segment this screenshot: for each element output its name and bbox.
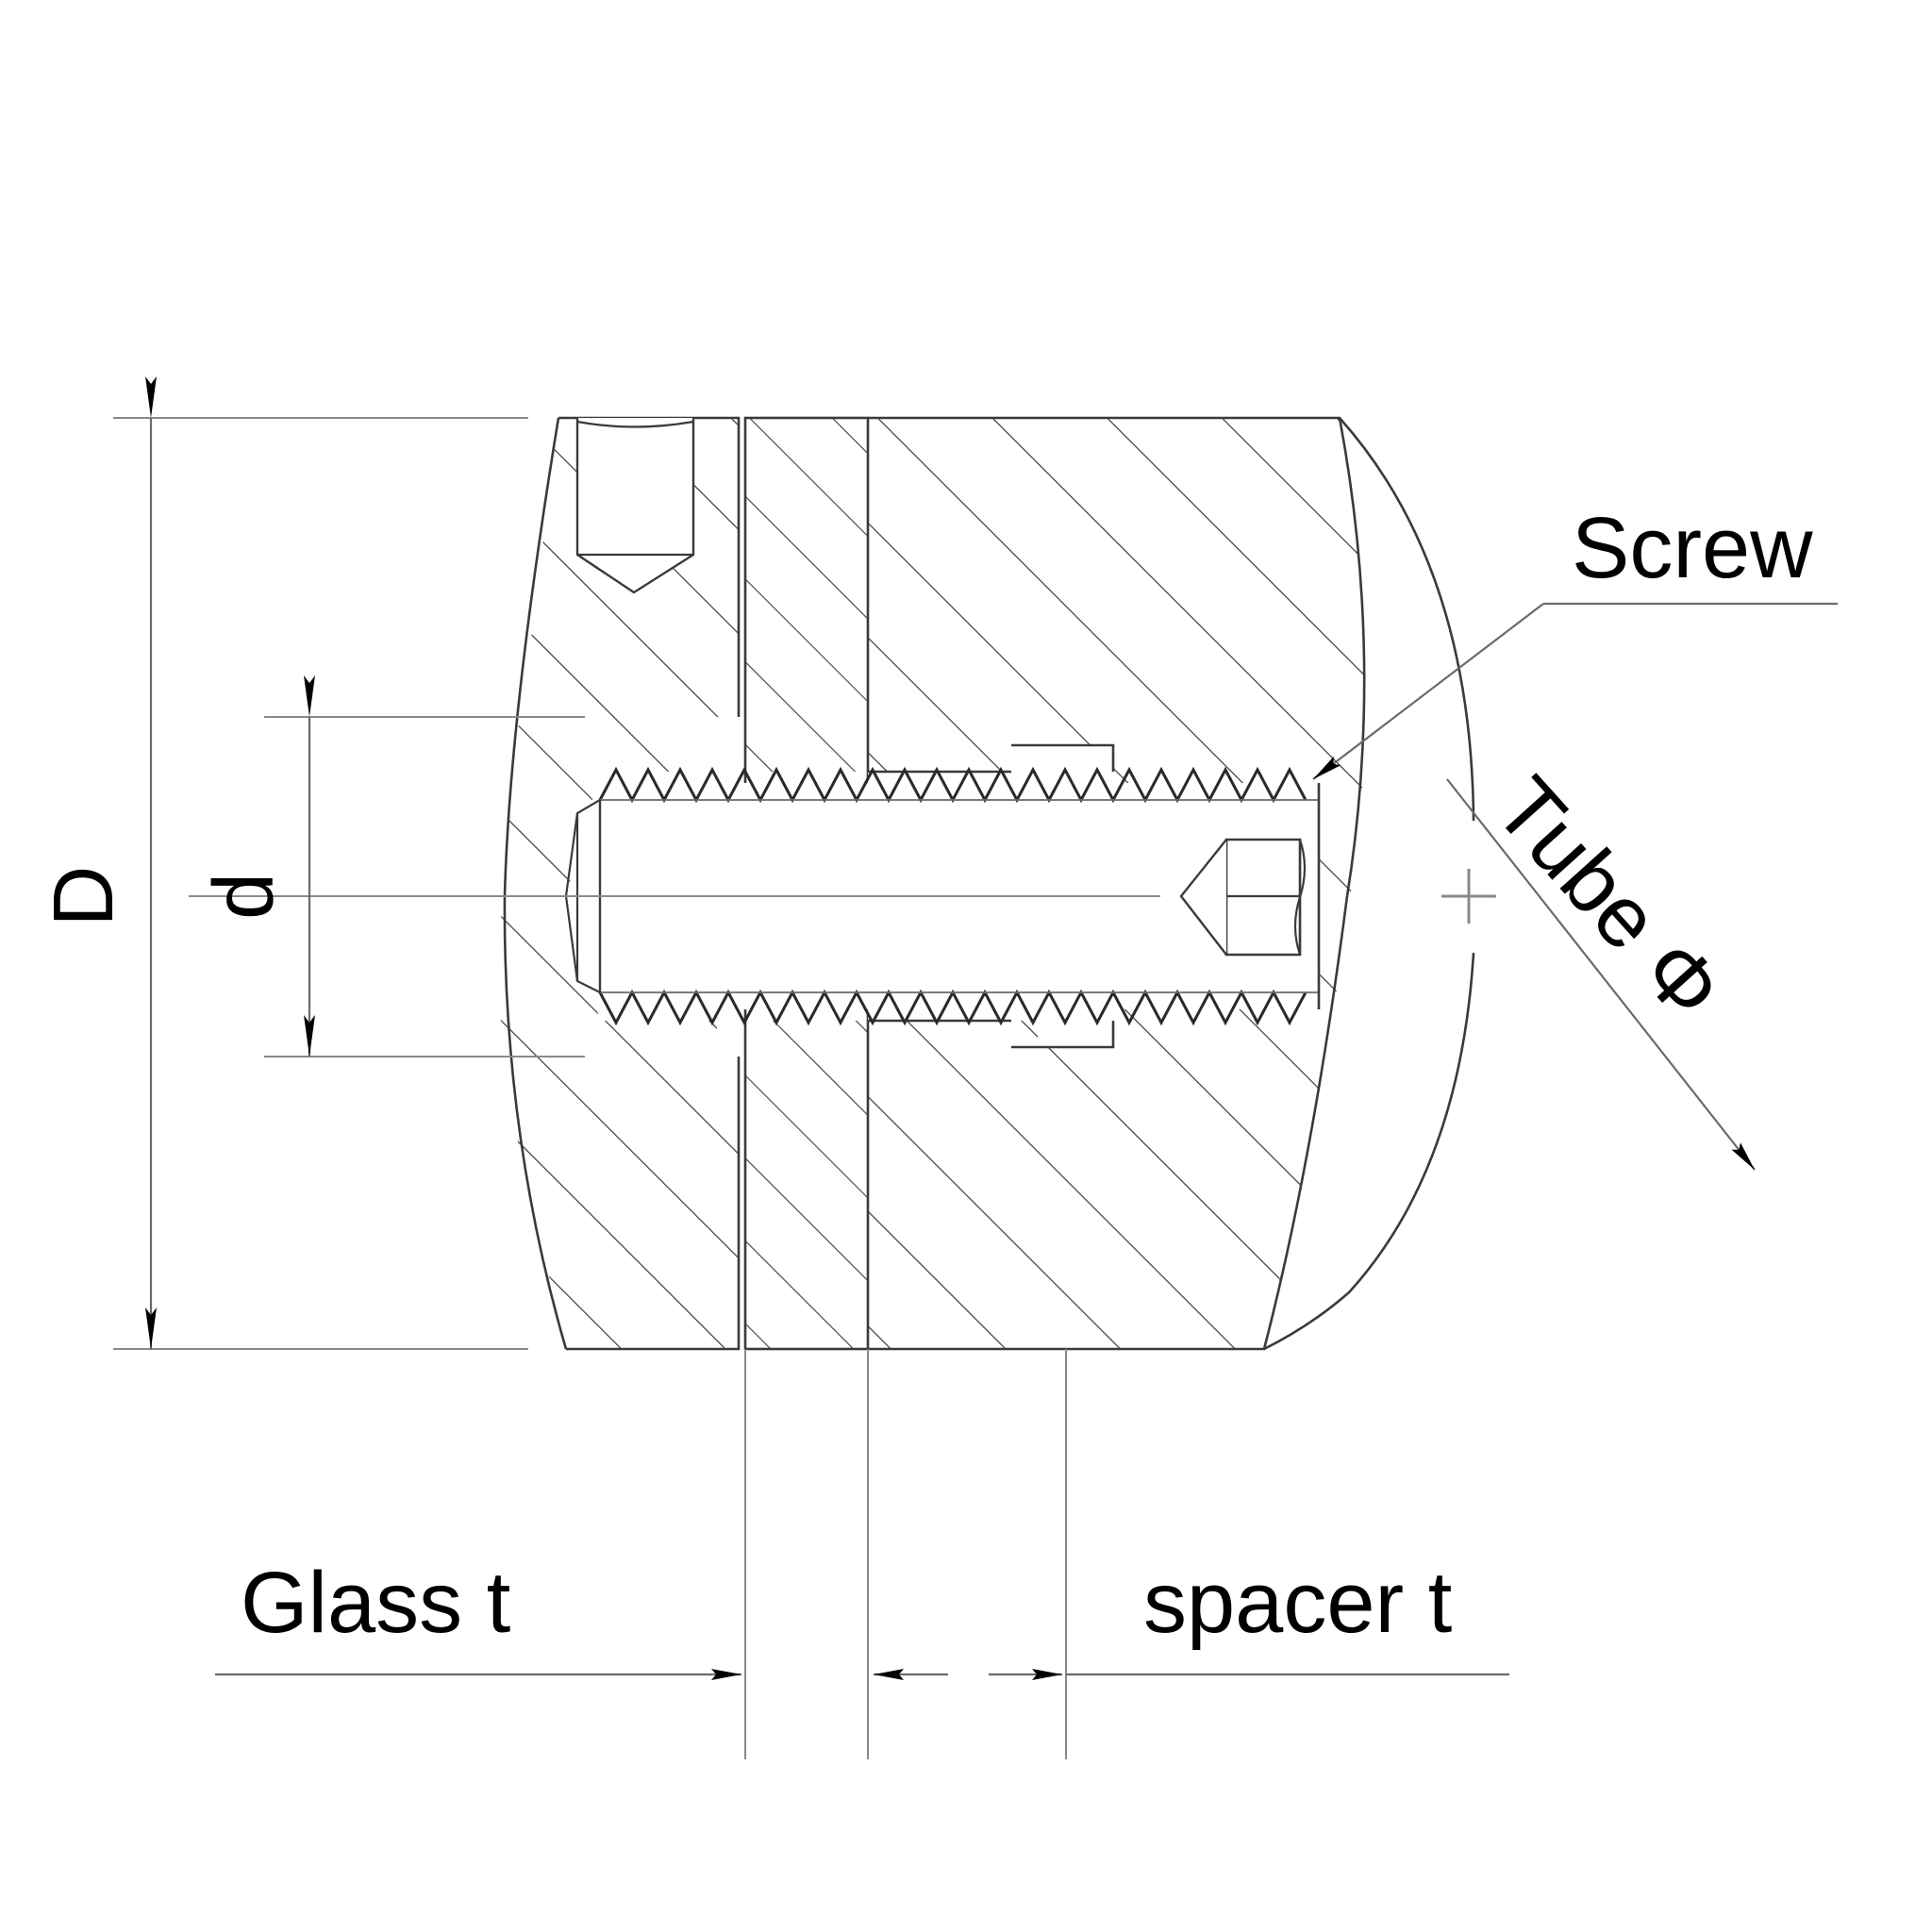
dimension-glass-t: Glass t — [215, 1555, 741, 1680]
tube-diameter-label: Tube Φ — [1476, 759, 1740, 1038]
dimension-D-label: D — [37, 866, 131, 927]
dimension-D: D — [37, 376, 528, 1350]
screw-leader-line — [1312, 603, 1544, 780]
tube-arc — [1263, 417, 1475, 1351]
screw-label: Screw — [1572, 500, 1813, 596]
screw-head-socket — [1179, 838, 1307, 957]
screw-leader: Screw — [1312, 500, 1838, 780]
glass-thickness-label: Glass t — [241, 1555, 510, 1651]
dimension-spacer-t: spacer t — [874, 1555, 1509, 1680]
spacer-thickness-label: spacer t — [1143, 1555, 1452, 1651]
tube-center-mark — [1441, 869, 1496, 924]
countersunk-hole — [575, 418, 695, 594]
tube-dim-line — [1446, 778, 1756, 1171]
dimension-d: d — [197, 675, 585, 1058]
center-lines — [189, 895, 1160, 1759]
dimension-d-label: d — [197, 873, 291, 920]
tube-diameter-dimension: Tube Φ — [1441, 759, 1756, 1171]
